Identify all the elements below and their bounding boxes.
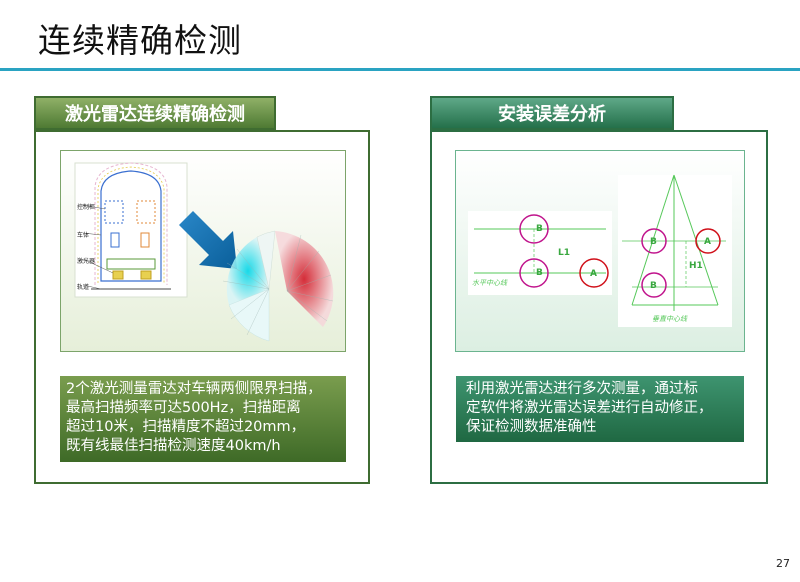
horizontal-diagram-bg <box>468 211 612 295</box>
scan-sector-mid <box>256 230 276 290</box>
cabinet-box <box>104 200 124 224</box>
label-l1: L1 <box>558 248 570 258</box>
horizontal-axis-label: 水平中心线 <box>472 279 508 287</box>
horizontal-offset-diagram: B B A L1 水平中心线 <box>468 211 612 295</box>
slide-title: 连续精确检测 <box>38 21 242 60</box>
label-b-upper: B <box>536 224 543 234</box>
error-analysis-diagram: B B A L1 水平中心线 B A B H1 垂直中心线 <box>468 174 732 327</box>
error-analysis-figure: B B A L1 水平中心线 B A B H1 垂直中心线 <box>455 150 745 352</box>
caption-line: 最高扫描频率可达500Hz，扫描距离 <box>66 400 301 416</box>
label-cabinet: 控制柜 <box>77 203 95 211</box>
laser-unit <box>140 270 152 280</box>
scan-sector-left <box>226 237 269 305</box>
scan-sector-right <box>275 231 334 327</box>
fan-edge-left <box>631 174 675 306</box>
lidar-diagram: 控制柜 车体 激光器 轨道 <box>74 162 334 342</box>
marker-a <box>579 258 609 288</box>
label-b-upper-vertical: B <box>650 237 657 247</box>
marker-b-lower <box>519 258 549 288</box>
gauge-outline <box>97 166 165 283</box>
label-laser: 激光器 <box>77 257 95 265</box>
lidar-figure: 控制柜 车体 激光器 轨道 <box>60 150 346 352</box>
label-h1: H1 <box>689 261 703 271</box>
left-panel-tab: 激光雷达连续精确检测 <box>34 96 276 130</box>
scan-pattern <box>222 230 334 342</box>
leader-line <box>82 232 102 236</box>
caption-line: 超过10米，扫描精度不超过20mm， <box>66 419 306 435</box>
vertical-axis-label: 垂直中心线 <box>652 315 688 323</box>
flow-arrow-icon <box>179 211 237 269</box>
caption-line: 既有线最佳扫描检测速度40km/h <box>66 438 281 454</box>
marker-b-upper <box>519 214 549 244</box>
marker-b-lower-vertical <box>641 272 667 298</box>
caption-line: 利用激光雷达进行多次测量，通过标 <box>466 381 698 397</box>
scan-lines <box>222 234 334 336</box>
car-body-outline <box>100 170 162 282</box>
right-panel-tab: 安装误差分析 <box>430 96 674 130</box>
page-number: 27 <box>776 557 790 570</box>
vertical-offset-diagram: B A B H1 垂直中心线 <box>618 174 732 327</box>
leader-line <box>82 204 106 210</box>
bogie <box>106 258 156 270</box>
right-caption: 利用激光雷达进行多次测量，通过标 定软件将激光雷达误差进行自动修正， 保证检测数… <box>456 376 744 442</box>
caption-line: 2个激光测量雷达对车辆两侧限界扫描， <box>66 381 322 397</box>
scan-sector-bottom <box>228 288 270 342</box>
label-a-vertical: A <box>704 237 711 247</box>
vertical-diagram-bg <box>618 175 732 327</box>
laser-unit <box>112 270 124 280</box>
label-rail: 轨道 <box>77 283 89 291</box>
marker-a-vertical <box>695 228 721 254</box>
body-part <box>110 232 120 248</box>
leader-line <box>82 258 114 274</box>
title-divider <box>0 68 800 71</box>
equipment-box <box>136 200 156 224</box>
marker-b-upper-vertical <box>641 228 667 254</box>
label-b-lower: B <box>536 268 543 278</box>
label-body: 车体 <box>77 231 89 239</box>
label-a: A <box>590 269 597 279</box>
label-b-lower-vertical: B <box>650 281 657 291</box>
caption-line: 保证检测数据准确性 <box>466 419 597 435</box>
caption-line: 定软件将激光雷达误差进行自动修正， <box>466 400 713 416</box>
body-part <box>140 232 150 248</box>
leader-line <box>82 284 102 290</box>
clearance-outline <box>94 162 168 285</box>
left-caption: 2个激光测量雷达对车辆两侧限界扫描， 最高扫描频率可达500Hz，扫描距离 超过… <box>60 376 346 462</box>
vehicle-drawing-bg <box>74 162 188 298</box>
